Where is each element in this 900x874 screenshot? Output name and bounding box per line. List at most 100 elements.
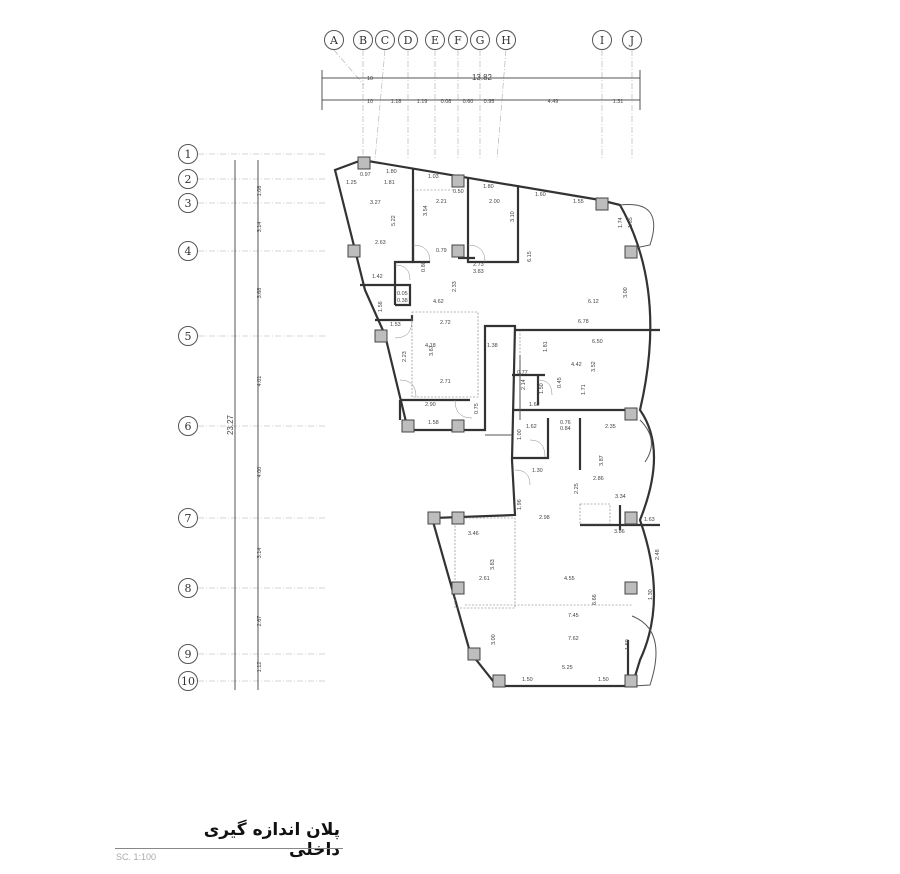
room-dim: 4.55	[564, 576, 575, 582]
svg-text:5: 5	[185, 330, 192, 343]
room-dim: 1.80	[386, 169, 397, 175]
grid-bubble-4: 4	[178, 241, 198, 261]
svg-text:2: 2	[185, 173, 192, 186]
exterior-walls	[333, 158, 657, 688]
room-dim: 4.62	[433, 299, 444, 305]
svg-text:E: E	[431, 34, 439, 47]
room-dim: 2.33	[452, 281, 458, 292]
room-dim: 1.81	[384, 180, 395, 186]
room-dim: 1.56	[378, 301, 384, 312]
drawing-scale: SC. 1:100	[116, 852, 157, 862]
room-dim: 1.62	[526, 424, 537, 430]
room-dimension-labels: 1.25 0.97 1.80 1.03 1.81 0.50 1.80 1.60 …	[346, 169, 661, 683]
svg-text:4: 4	[185, 245, 192, 258]
room-dim: 2.86	[593, 476, 604, 482]
room-dim: 1.30	[648, 589, 654, 600]
room-dim: 2.35	[605, 424, 616, 430]
grid-bubble-1: 1	[178, 144, 198, 164]
grid-bubble-2: 2	[178, 169, 198, 189]
grid-bubble-3: 3	[178, 193, 198, 213]
dim-top-2a: 10	[367, 99, 373, 105]
room-dim: 6.66	[592, 594, 598, 605]
room-dim: 1.30	[532, 468, 543, 474]
room-dim: 1.38	[487, 343, 498, 349]
dim-left-8: 1.12	[257, 662, 263, 673]
room-dim: 1.50	[539, 383, 545, 394]
left-dimension-chain: 23.27 1.08 3.14 3.68 4.01 4.00 3.14 2.67…	[226, 160, 263, 690]
grid-bubble-J: J	[622, 30, 642, 50]
room-dim: 3.67	[429, 345, 435, 356]
door-swings	[394, 244, 553, 486]
room-dim: 1.55	[573, 199, 584, 205]
room-dim: 3.27	[370, 200, 381, 206]
grid-bubble-B: B	[353, 30, 373, 50]
dim-top-2h: 1.31	[613, 99, 624, 105]
svg-text:B: B	[359, 34, 367, 47]
room-dim: 0.79	[436, 248, 447, 254]
room-dim: 2.00	[489, 199, 500, 205]
svg-text:I: I	[600, 34, 604, 47]
room-dim: 0.80	[421, 261, 427, 272]
svg-text:10: 10	[181, 675, 195, 688]
room-dim: 1.50	[625, 639, 631, 650]
svg-text:J: J	[629, 34, 634, 47]
svg-text:9: 9	[185, 648, 192, 661]
dim-left-overall: 23.27	[226, 414, 235, 435]
dim-top-2e: 0.60	[463, 99, 474, 105]
room-dim: 2.63	[375, 240, 386, 246]
title-underline	[115, 848, 343, 849]
room-dim: 1.63	[644, 517, 655, 523]
grid-bubble-9: 9	[178, 644, 198, 664]
room-dim: 1.71	[581, 384, 587, 395]
room-dim: 3.86	[614, 529, 625, 535]
room-dim: 0.97	[360, 172, 371, 178]
room-dim: 1.50	[598, 677, 609, 683]
room-dim: 6.50	[592, 339, 603, 345]
grid-bubble-D: D	[398, 30, 418, 50]
room-dim: 1.53	[390, 322, 401, 328]
dim-top-2b: 1.18	[391, 99, 402, 105]
room-dim: 2.21	[436, 199, 447, 205]
dim-left-2: 3.14	[257, 222, 263, 233]
room-dim: 3.34	[615, 494, 626, 500]
room-dim: 0.45	[557, 377, 563, 388]
grid-bubble-I: I	[592, 30, 612, 50]
room-dim: 3.83	[490, 559, 496, 570]
room-dim: 1.03	[428, 174, 439, 180]
grid-bubble-C: C	[375, 30, 395, 50]
room-dim: 0.76	[560, 420, 571, 426]
top-dimension-chain: 10 13.82 10 1.18 1.19 0.08 0.60 0.95 4.4…	[321, 70, 641, 110]
grid-bubble-H: H	[496, 30, 516, 50]
dim-top-2g: 4.49	[548, 99, 559, 105]
room-dim: 7.62	[568, 636, 579, 642]
grid-bubble-5: 5	[178, 326, 198, 346]
room-dim: 2.71	[440, 379, 451, 385]
room-dim: 5.25	[562, 665, 573, 671]
grid-bubble-10: 10	[178, 671, 198, 691]
grid-bubble-F: F	[448, 30, 468, 50]
room-dim: 1.74	[618, 217, 624, 228]
room-dim: 6.15	[527, 251, 533, 262]
room-dim: 3.54	[423, 205, 429, 216]
grid-bubble-7: 7	[178, 508, 198, 528]
room-dim: 4.42	[571, 362, 582, 368]
svg-text:D: D	[404, 34, 413, 47]
grid-bubble-E: E	[425, 30, 445, 50]
svg-text:A: A	[329, 34, 339, 47]
room-dim: 3.10	[510, 211, 516, 222]
room-dim: 1.50	[522, 677, 533, 683]
dim-left-4: 4.01	[257, 376, 263, 387]
room-dim: 1.65	[628, 217, 634, 228]
room-dim: 2.98	[539, 515, 550, 521]
svg-text:7: 7	[185, 512, 192, 525]
room-dim: 1.42	[372, 274, 383, 280]
room-dim: 1.60	[535, 192, 546, 198]
dim-top-2f: 0.95	[484, 99, 495, 105]
svg-text:6: 6	[185, 420, 192, 433]
dashed-lines	[411, 189, 632, 609]
room-dim: 2.73	[473, 262, 484, 268]
dim-top-1a: 10	[367, 76, 373, 82]
row-grid-bubbles: 1 2 3 4 5 6 7 8 9 10	[178, 144, 198, 691]
room-dim: 0.05	[397, 291, 408, 297]
room-dim: 7.45	[568, 613, 579, 619]
